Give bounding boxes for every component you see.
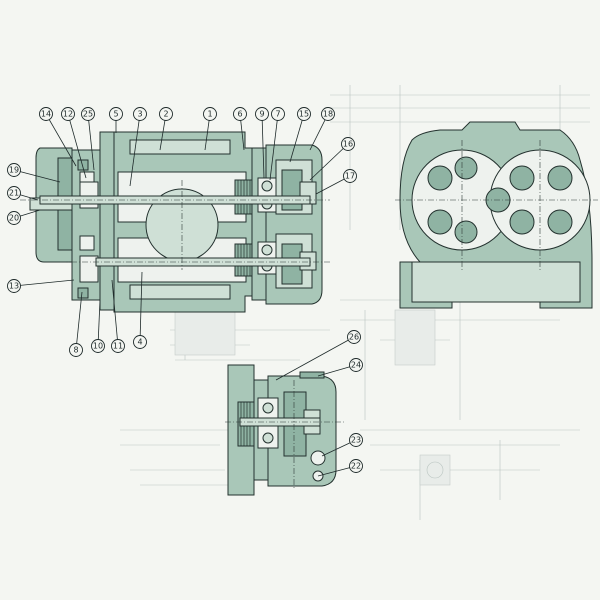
callout-bubble-5 (109, 107, 123, 121)
callout-number-17: 17 (345, 172, 355, 181)
callout-leader-10 (97, 299, 101, 347)
callout-bubble-19 (7, 163, 21, 177)
callout-leader-4 (139, 271, 143, 343)
callout-bubble-11 (111, 339, 125, 353)
callout-leader-13 (13, 279, 75, 287)
main-section-view (20, 131, 330, 313)
callout-bubble-25 (81, 107, 95, 121)
callout-leader-8 (75, 291, 83, 351)
callout-number-1: 1 (207, 110, 212, 119)
callout-number-5: 5 (113, 110, 118, 119)
callout-19: 19 (7, 163, 61, 183)
callout-leader-25 (87, 113, 95, 171)
callout-bubble-21 (7, 186, 21, 200)
end-section-view (395, 121, 598, 309)
callout-bubble-12 (61, 107, 75, 121)
callout-14: 14 (39, 107, 77, 167)
callout-leader-12 (67, 113, 87, 179)
callout-number-2: 2 (163, 110, 168, 119)
callout-bubble-4 (133, 335, 147, 349)
callout-20: 20 (7, 209, 41, 225)
callout-number-19: 19 (9, 166, 19, 175)
callout-number-26: 26 (349, 333, 359, 342)
callout-number-10: 10 (93, 342, 103, 351)
callout-number-20: 20 (9, 214, 19, 223)
callout-bubble-18 (321, 107, 335, 121)
callout-leader-19 (13, 169, 61, 183)
callout-bubble-22 (349, 459, 363, 473)
callout-1: 1 (203, 107, 217, 151)
callout-number-23: 23 (351, 436, 361, 445)
callout-number-11: 11 (113, 342, 123, 351)
callout-leader-3 (129, 113, 141, 187)
callout-4: 4 (133, 271, 147, 349)
callout-leader-14 (45, 113, 77, 167)
callout-23: 23 (321, 433, 363, 457)
callout-bubble-6 (233, 107, 247, 121)
callout-bubble-26 (347, 330, 361, 344)
callout-number-8: 8 (73, 346, 78, 355)
callout-bubble-2 (159, 107, 173, 121)
callout-bubble-13 (7, 279, 21, 293)
callout-leader-16 (309, 143, 349, 181)
callout-leader-11 (111, 279, 119, 347)
callout-bubble-3 (133, 107, 147, 121)
callout-number-3: 3 (137, 110, 142, 119)
callout-18: 18 (309, 107, 335, 151)
callout-bubble-10 (91, 339, 105, 353)
callout-number-12: 12 (63, 110, 73, 119)
callout-7: 7 (269, 107, 285, 181)
callout-number-13: 13 (9, 282, 19, 291)
callout-3: 3 (129, 107, 147, 187)
callout-26: 26 (275, 330, 361, 381)
callout-11: 11 (111, 279, 125, 353)
detail-section-view (225, 364, 345, 496)
callout-number-22: 22 (351, 462, 361, 471)
callout-bubble-1 (203, 107, 217, 121)
callout-bubble-15 (297, 107, 311, 121)
callout-number-9: 9 (259, 110, 264, 119)
callout-number-25: 25 (83, 110, 93, 119)
callout-15: 15 (289, 107, 311, 163)
callout-12: 12 (61, 107, 87, 179)
callout-number-6: 6 (237, 110, 242, 119)
callout-number-16: 16 (343, 140, 353, 149)
callout-2: 2 (159, 107, 173, 151)
callout-bubble-8 (69, 343, 83, 357)
callout-number-21: 21 (9, 189, 19, 198)
callout-16: 16 (309, 137, 355, 181)
callout-10: 10 (91, 299, 105, 353)
callout-number-18: 18 (323, 110, 333, 119)
callout-17: 17 (315, 169, 357, 195)
callout-bubble-7 (271, 107, 285, 121)
callout-25: 25 (81, 107, 95, 171)
callout-number-15: 15 (299, 110, 309, 119)
callout-leader-15 (289, 113, 305, 163)
callout-5: 5 (109, 107, 123, 133)
callout-22: 22 (317, 459, 363, 477)
callout-bubble-16 (341, 137, 355, 151)
callout-bubble-23 (349, 433, 363, 447)
callout-bubble-17 (343, 169, 357, 183)
callout-number-4: 4 (137, 338, 142, 347)
callout-9: 9 (255, 107, 269, 179)
callout-number-14: 14 (41, 110, 51, 119)
callout-6: 6 (233, 107, 247, 151)
callout-21: 21 (7, 186, 39, 201)
callout-number-7: 7 (275, 110, 280, 119)
callout-bubble-9 (255, 107, 269, 121)
callout-13: 13 (7, 279, 75, 293)
callout-leader-7 (269, 113, 279, 181)
callout-leader-9 (261, 113, 265, 179)
callout-number-24: 24 (351, 361, 361, 370)
callout-bubble-24 (349, 358, 363, 372)
callout-8: 8 (69, 291, 83, 357)
callout-24: 24 (317, 358, 363, 377)
callout-bubble-14 (39, 107, 53, 121)
callout-bubble-20 (7, 211, 21, 225)
callout-leader-26 (275, 336, 355, 381)
